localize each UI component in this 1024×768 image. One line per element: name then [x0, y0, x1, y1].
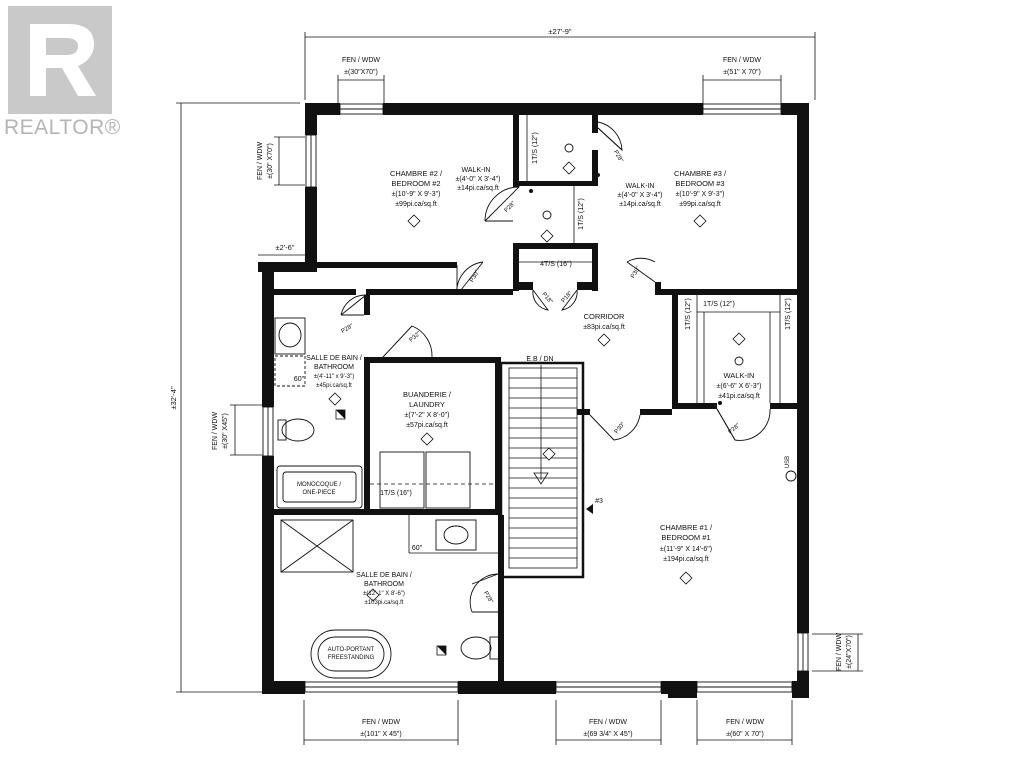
closet-lines	[370, 115, 781, 554]
bath1-dims: ±(4'-11" x 9'-3")	[314, 374, 354, 380]
bedroom1-dims: ±(11'-9" X 14'-6")	[660, 546, 712, 553]
bath1-name-en: BATHROOM	[314, 364, 354, 371]
doors	[340, 121, 771, 613]
freestanding-label-1: AUTO-PORTANT	[328, 647, 375, 653]
window-left-mid-label: FEN / WDW	[212, 412, 219, 450]
window-bottom-mid-label: FEN / WDW	[589, 719, 627, 726]
vanity-60-b-label: 60"	[412, 545, 423, 552]
stairs-label: E.B / DN	[526, 356, 553, 363]
window-bottom-right-label: FEN / WDW	[726, 719, 764, 726]
stairs	[499, 361, 585, 579]
overall-depth-label: ±32'-4"	[169, 386, 178, 410]
vanity-60-a-label: 60"	[294, 376, 305, 383]
door-d10-label: P28"	[728, 423, 742, 436]
overall-width-label: ±27'-9"	[548, 27, 572, 36]
bedroom2-area: ±99pi.ca/sq.ft	[395, 201, 437, 208]
window-left-upper-label: FEN / WDW	[257, 142, 264, 180]
window-left-mid-size: ±(30" X45")	[222, 413, 229, 449]
bedroom1-name-fr: CHAMBRE #1 /	[660, 523, 713, 532]
door-d2-label: P28"	[504, 201, 517, 214]
walkin-b-area: ±14pi.ca/sq.ft	[619, 201, 661, 208]
shelf-12-e-label: 1T/S (12")	[785, 298, 792, 330]
tub-label-1: MONOCOQUE /	[297, 482, 341, 488]
shelf-12-b-label: 1T/S (12")	[578, 198, 585, 230]
realtor-logo-mark	[8, 6, 112, 114]
bath1-name-fr: SALLE DE BAIN /	[306, 355, 362, 362]
bedroom3-dims: ±(10'-9" X 9'-3")	[676, 191, 725, 198]
window-bottom-mid-size: ±(69 3/4" X 45")	[583, 731, 632, 738]
room-symbols	[328, 161, 746, 602]
bedroom3-name-en: BEDROOM #3	[675, 179, 724, 188]
exterior-walls	[258, 103, 809, 698]
bedroom2-name-fr: CHAMBRE #2 /	[390, 169, 443, 178]
bedroom2-name-en: BEDROOM #2	[391, 179, 440, 188]
freestanding-label-2: FREESTANDING	[328, 655, 375, 661]
bedroom1-area: ±194pi.ca/sq.ft	[663, 556, 709, 563]
window-bottom-right-size: ±(60" X 70")	[726, 731, 764, 738]
laundry-name-en: LAUNDRY	[409, 400, 445, 409]
window-top-left-size: ±(30"X70")	[344, 69, 378, 76]
tub-label-2: ONE-PIECE	[302, 490, 335, 496]
bath2-dims: ±(12'-1" X 8'-6")	[363, 591, 405, 597]
window-bottom-left-label: FEN / WDW	[362, 719, 400, 726]
shelf-12-a-label: 1T/S (12")	[532, 132, 539, 164]
window-right-low-size: ±(24"X70")	[846, 635, 853, 669]
note-3-label: #3	[595, 498, 603, 505]
walkin-a-name: WALK-IN	[462, 167, 491, 174]
realtor-logo: REALTOR®	[4, 6, 122, 139]
window-right-low-label: FEN / WDW	[836, 633, 843, 671]
bedroom2-dims: ±(10'-9" X 9'-3")	[392, 191, 441, 198]
laundry-name-fr: BUANDERIE /	[403, 390, 452, 399]
laundry-area: ±57pi.ca/sq.ft	[406, 422, 448, 429]
door-d8-label: P32"	[409, 331, 423, 344]
shelf-12-d-label: 1T/S (12")	[685, 298, 692, 330]
walkin-c-name: WALK-IN	[724, 371, 755, 380]
walkin-c-dims: ±(6'-6" X 6'-3")	[717, 383, 762, 390]
bath2-name-en: BATHROOM	[364, 581, 404, 588]
door-d3-label: P28"	[612, 149, 624, 163]
walkin-b-name: WALK-IN	[626, 183, 655, 190]
window-bottom-left-size: ±(101" X 45")	[360, 731, 402, 738]
electrical-symbols	[335, 173, 722, 656]
windows	[262, 103, 809, 693]
laundry-dims: ±(7'-2" X 8'-0")	[405, 412, 450, 419]
door-d5-label: P18"	[540, 292, 553, 306]
bath1-area: ±45pi.ca/sq.ft	[316, 383, 352, 389]
bedroom3-area: ±99pi.ca/sq.ft	[679, 201, 721, 208]
window-left-upper-size: ±(30" X70")	[267, 143, 274, 179]
door-d7-label: P28"	[340, 323, 354, 335]
walkin-c-area: ±41pi.ca/sq.ft	[718, 393, 760, 400]
bath2-area: ±103pi.ca/sq.ft	[365, 600, 404, 606]
usb-label: USB	[785, 456, 791, 468]
door-d9-label: P30"	[614, 422, 627, 436]
door-d11-label: P28"	[482, 590, 494, 604]
corridor-name: CORRIDOR	[584, 312, 625, 321]
shelf-16-laundry-label: 1T/S (16")	[380, 490, 412, 497]
walkin-a-area: ±14pi.ca/sq.ft	[457, 185, 499, 192]
fixtures	[274, 143, 797, 679]
bath2-name-fr: SALLE DE BAIN /	[356, 572, 412, 579]
realtor-logo-text: REALTOR®	[4, 116, 121, 139]
corridor-area: ±83pi.ca/sq.ft	[583, 324, 625, 331]
window-top-left-label: FEN / WDW	[342, 57, 380, 64]
window-top-right-size: ±(51" X 70")	[723, 69, 761, 76]
offset-label: ±2'-6"	[275, 243, 294, 252]
walkin-b-dims: ±(4'-0" X 3'-4")	[618, 192, 663, 199]
window-top-right-label: FEN / WDW	[723, 57, 761, 64]
bedroom3-name-fr: CHAMBRE #3 /	[674, 169, 727, 178]
interior-walls	[274, 115, 797, 681]
shelf-16-top-label: 4T/S (16")	[540, 261, 572, 268]
door-d1-label: P30"	[469, 269, 481, 283]
bedroom1-name-en: BEDROOM #1	[661, 533, 710, 542]
walkin-a-dims: ±(4'-0" X 3'-4")	[456, 176, 501, 183]
shelf-12-c-label: 1T/S (12")	[703, 301, 735, 308]
door-d4-label: P30"	[630, 265, 642, 279]
